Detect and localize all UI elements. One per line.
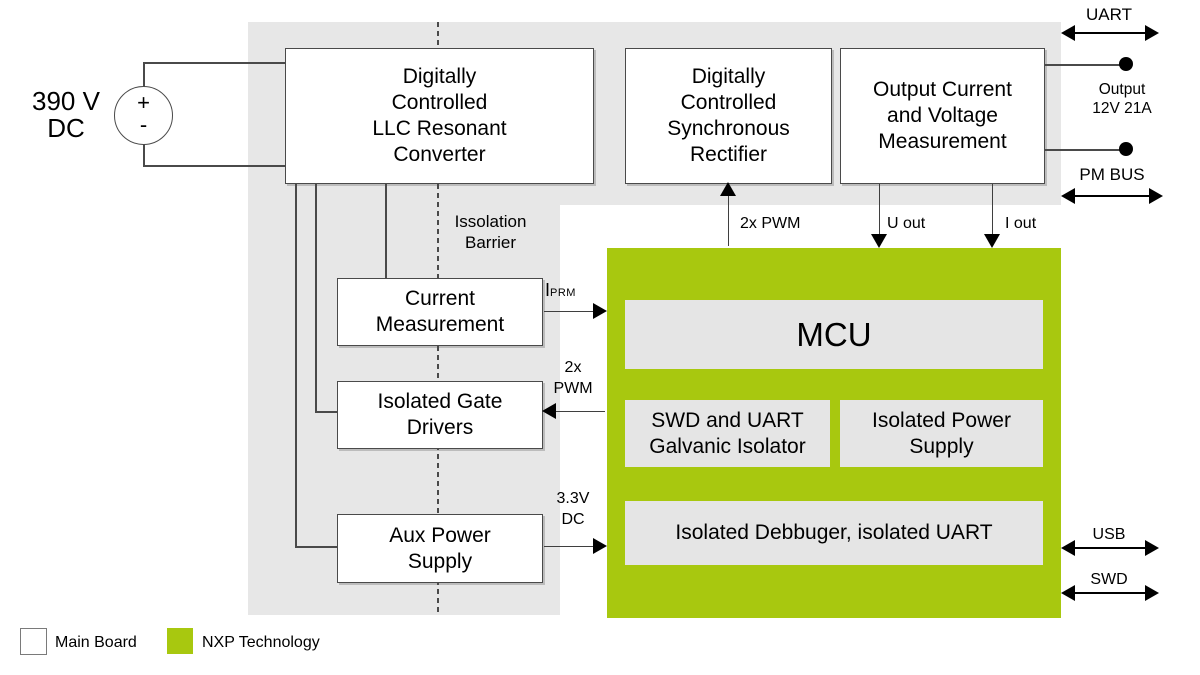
wire-converter-to-gate-vertical (315, 182, 317, 412)
voltage-source-symbol: + - (114, 86, 173, 145)
uart-port-label: UART (1086, 5, 1132, 24)
isolated-power-supply-block: Isolated Power Supply (840, 400, 1043, 467)
arrow-right-icon (1145, 25, 1159, 41)
legend-nxp-swatch (167, 628, 193, 654)
i-out-label: I out (1005, 215, 1037, 232)
i-prm-label: IPRM (545, 280, 576, 300)
arrow-down-icon (871, 234, 887, 248)
wire-source-top-horizontal (143, 62, 286, 64)
source-voltage-label: 390 V DC (32, 86, 100, 143)
sync-rectifier-box: Digitally Controlled Synchronous Rectifi… (625, 48, 832, 184)
isolated-gate-drivers-box: Isolated Gate Drivers (337, 381, 543, 449)
wire-source-top-vertical (143, 62, 145, 87)
arrow-left-icon (542, 403, 556, 419)
wire-converter-to-current-meas (385, 182, 387, 278)
current-measurement-box: Current Measurement (337, 278, 543, 346)
galvanic-isolator-block: SWD and UART Galvanic Isolator (625, 400, 830, 467)
aux-power-supply-box: Aux Power Supply (337, 514, 543, 583)
nxp-technology-region: MCU SWD and UART Galvanic Isolator Isola… (607, 248, 1061, 618)
wire-source-bottom-horizontal (143, 165, 286, 167)
pm-bus-bidirectional-arrow (1061, 188, 1163, 204)
pwm-rectifier-label: 2x PWM (740, 215, 801, 232)
u-out-label: U out (887, 215, 926, 232)
i-out-arrow (984, 182, 1000, 248)
wire-converter-to-aux-horizontal (295, 546, 338, 548)
wire-source-bottom-vertical (143, 143, 145, 166)
arrow-down-icon (984, 234, 1000, 248)
output-port-label: Output 12V 21A (1092, 81, 1152, 117)
legend-main-board-label: Main Board (55, 634, 137, 651)
pwm-to-rectifier-arrow (720, 182, 736, 248)
u-out-arrow (871, 182, 887, 248)
usb-port-label: USB (1092, 526, 1126, 543)
aux-33v-arrow (542, 538, 607, 554)
isolated-debugger-block: Isolated Debbuger, isolated UART (625, 501, 1043, 565)
wire-output-top (1043, 64, 1120, 66)
wire-converter-to-aux-vertical (295, 182, 297, 547)
wire-output-bottom (1043, 149, 1120, 151)
arrow-right-icon (1145, 585, 1159, 601)
swd-bidirectional-arrow (1061, 585, 1159, 601)
arrow-left-icon (1061, 188, 1075, 204)
wire-converter-to-gate-horizontal (315, 411, 338, 413)
output-measurement-box: Output Current and Voltage Measurement (840, 48, 1045, 184)
llc-converter-box: Digitally Controlled LLC Resonant Conver… (285, 48, 594, 184)
arrow-right-icon (593, 538, 607, 554)
uart-bidirectional-arrow (1061, 25, 1159, 41)
arrow-left-icon (1061, 25, 1075, 41)
arrow-up-icon (720, 182, 736, 196)
mcu-block: MCU (625, 300, 1043, 369)
output-terminal-dot-bottom (1119, 142, 1133, 156)
i-prm-arrow (542, 303, 607, 319)
pwm-to-gate-drivers-arrow (542, 403, 607, 419)
pm-bus-port-label: PM BUS (1079, 165, 1145, 184)
arrow-right-icon (1149, 188, 1163, 204)
source-plus-sign: + (137, 90, 150, 115)
isolation-barrier-label: Issolation Barrier (454, 212, 527, 252)
pwm-gate-label: 2x PWM (553, 359, 593, 397)
arrow-right-icon (593, 303, 607, 319)
legend-nxp-label: NXP Technology (202, 634, 320, 651)
arrow-left-icon (1061, 540, 1075, 556)
swd-port-label: SWD (1090, 571, 1128, 588)
aux-rail-label: 3.3V DC (556, 490, 590, 528)
output-terminal-dot-top (1119, 57, 1133, 71)
arrow-left-icon (1061, 585, 1075, 601)
source-minus-sign: - (139, 112, 148, 137)
legend-main-board-swatch (20, 628, 47, 655)
arrow-right-icon (1145, 540, 1159, 556)
usb-bidirectional-arrow (1061, 540, 1159, 556)
